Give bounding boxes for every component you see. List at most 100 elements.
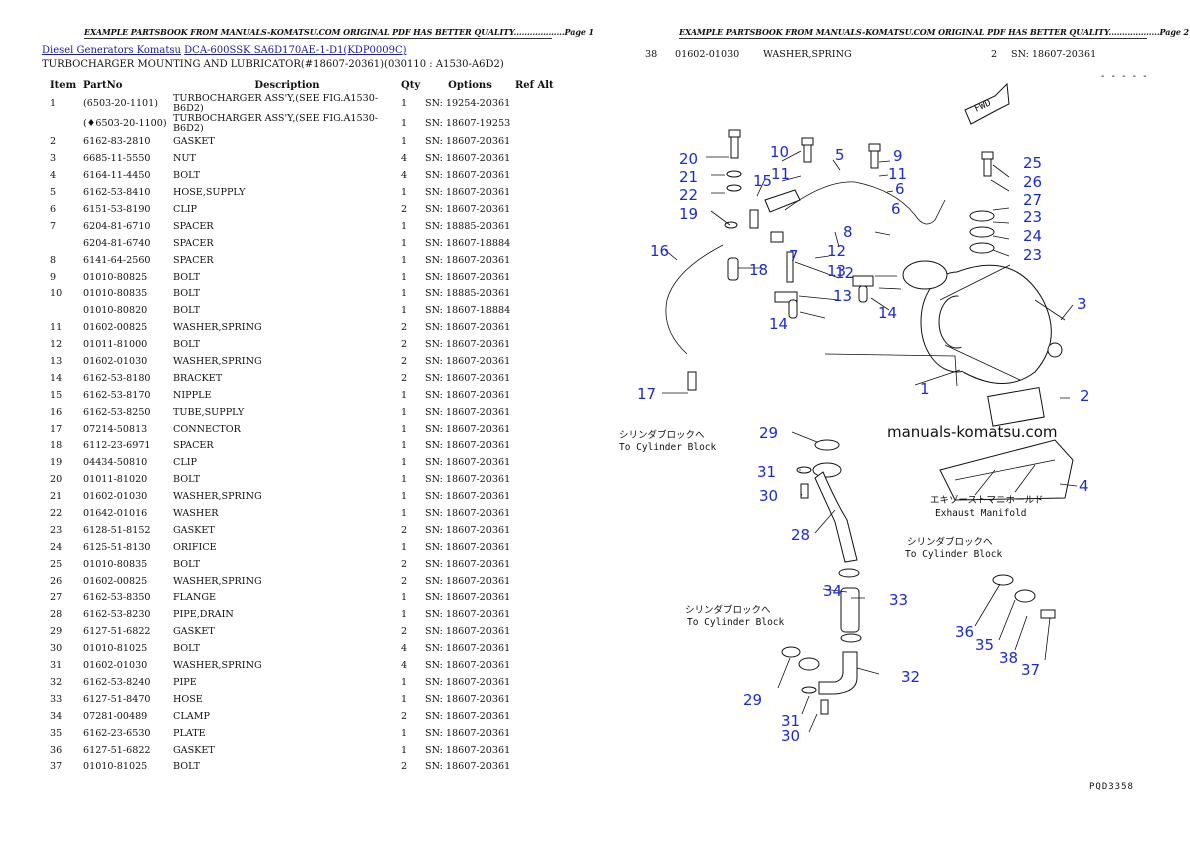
cell-qty: 1	[401, 541, 408, 553]
cell-item: 16	[50, 406, 63, 418]
cell-options: SN: 18607-20361	[425, 575, 511, 587]
cell-qty: 1	[401, 423, 408, 435]
callout-number: 23	[1023, 246, 1042, 264]
cell-partno: 04434-50810	[83, 457, 148, 469]
cell-partno: 01602-00825	[83, 575, 148, 587]
cell-options: SN: 18607-20361	[425, 440, 511, 452]
cell-ref-alt	[515, 472, 555, 489]
cell-ref-alt	[515, 658, 555, 675]
breadcrumb-link-category[interactable]: Diesel Generators Komatsu	[42, 45, 181, 56]
cell-description: HOSE,SUPPLY	[173, 187, 246, 199]
cell-qty: 2	[401, 204, 408, 215]
col-header-options: Options	[448, 79, 492, 91]
cell-partno: 01011-81000	[83, 339, 148, 351]
cell-ref-alt	[515, 573, 555, 590]
supply-hose-line	[784, 181, 946, 225]
cell-qty: 1	[401, 254, 408, 266]
cell-description: BOLT	[173, 305, 201, 317]
col-header-partno: PartNo	[83, 79, 123, 91]
cell-item: 21	[50, 491, 63, 503]
cell-options: SN: 18885-20361	[425, 288, 511, 300]
cell-qty: 4	[401, 153, 408, 165]
cell-options: SN: 18607-20361	[425, 204, 511, 215]
callout-number: 17	[637, 385, 656, 403]
cell-description: PLATE	[173, 727, 206, 739]
cell-ref-alt	[515, 303, 555, 320]
cell-ref-alt	[515, 151, 555, 168]
cell-item: 18	[50, 440, 63, 452]
cell-ref-alt	[515, 522, 555, 539]
cell-partno: 01010-81025	[83, 761, 148, 773]
supply-tube-line	[665, 244, 724, 355]
cell-qty: 1	[401, 457, 408, 469]
cell-ref-alt	[515, 539, 555, 556]
cell-ref-alt	[515, 691, 555, 708]
cell-description: SPACER	[173, 237, 214, 249]
cell-options: SN: 18607-20361	[425, 761, 511, 773]
cell-partno: (6503-20-1101)	[83, 98, 159, 109]
callout-number: 32	[901, 668, 920, 686]
cell-description: SPACER	[173, 254, 214, 266]
cell-description: TUBE,SUPPLY	[173, 406, 245, 418]
cell-item: 5	[50, 187, 57, 199]
cell-description: CLAMP	[173, 710, 210, 722]
cell-partno: 6162-53-8350	[83, 592, 151, 604]
callout-number: 30	[781, 727, 800, 745]
cell-partno: 6128-51-8152	[83, 524, 151, 536]
cell-qty: 2	[401, 339, 408, 351]
cell-ref-alt	[515, 286, 555, 303]
cell-ref-alt	[515, 134, 555, 151]
cell-ref-alt	[515, 168, 555, 185]
callout-number: 29	[743, 691, 762, 709]
cell-partno: (♦6503-20-1100)	[83, 118, 167, 129]
cell-ref-alt	[515, 725, 555, 742]
page-2: EXAMPLE PARTSBOOK FROM MANUALS-KOMATSU.C…	[595, 0, 1190, 842]
cell-options: SN: 18607-19253	[425, 118, 511, 129]
cell-item: 13	[50, 356, 63, 368]
col-header-ref-alt: Ref Alt	[515, 79, 554, 91]
cell-qty: 1	[401, 491, 408, 503]
cell-options: SN: 18607-20361	[425, 744, 511, 756]
callout-number: 7	[789, 247, 799, 265]
cell-description: WASHER,SPRING	[173, 322, 262, 334]
cell-options: SN: 18607-20361	[425, 322, 511, 334]
page-1: EXAMPLE PARTSBOOK FROM MANUALS-KOMATSU.C…	[42, 27, 594, 776]
callout-number: 24	[1023, 227, 1042, 245]
cell-item: 35	[50, 727, 63, 739]
cell-partno: 01010-80820	[83, 305, 148, 317]
cell-ref-alt	[515, 759, 555, 776]
cell-item: 36	[50, 744, 63, 756]
cell-options: SN: 18607-20361	[425, 626, 511, 638]
callout-number: 10	[770, 143, 789, 161]
callout-number: 20	[679, 150, 698, 168]
cell-options: SN: 18607-20361	[425, 524, 511, 536]
callout-number: 14	[769, 315, 788, 333]
cell-description: SPACER	[173, 440, 214, 452]
cell-options: SN: 18607-20361	[425, 423, 511, 435]
cell-options: SN: 18607-20361	[425, 187, 511, 199]
cell-partno: 6162-53-8240	[83, 676, 151, 688]
fwd-arrow-icon: FWD	[964, 82, 1010, 125]
note-cylinder-block-en-2: To Cylinder Block	[687, 617, 785, 628]
page-title: TURBOCHARGER MOUNTING AND LUBRICATOR(#18…	[42, 59, 504, 70]
breadcrumb-link-model[interactable]: DCA-600SSK SA6D170AE-1-D1(KDP0009C)	[184, 45, 407, 56]
col-header-item: Item	[50, 79, 77, 91]
cell-item	[44, 303, 83, 320]
cell-description: WASHER,SPRING	[173, 660, 262, 672]
cell-qty: 1	[401, 271, 408, 283]
cell-description: BOLT	[173, 170, 201, 182]
cell-options: SN: 18607-20361	[425, 457, 511, 469]
cell-partno: 07281-00489	[83, 710, 148, 722]
cell-ref-alt	[515, 506, 555, 523]
callout-number: 21	[679, 168, 698, 186]
cell-ref-alt	[515, 438, 555, 455]
cell-description: ORIFICE	[173, 541, 217, 553]
cell-description: TURBOCHARGER ASS'Y,(SEE FIG.A1530-B6D2)	[173, 113, 379, 134]
cell-options: SN: 18607-20361	[425, 676, 511, 688]
cell-description: BOLT	[173, 643, 201, 655]
cell-ref-alt	[515, 320, 555, 337]
